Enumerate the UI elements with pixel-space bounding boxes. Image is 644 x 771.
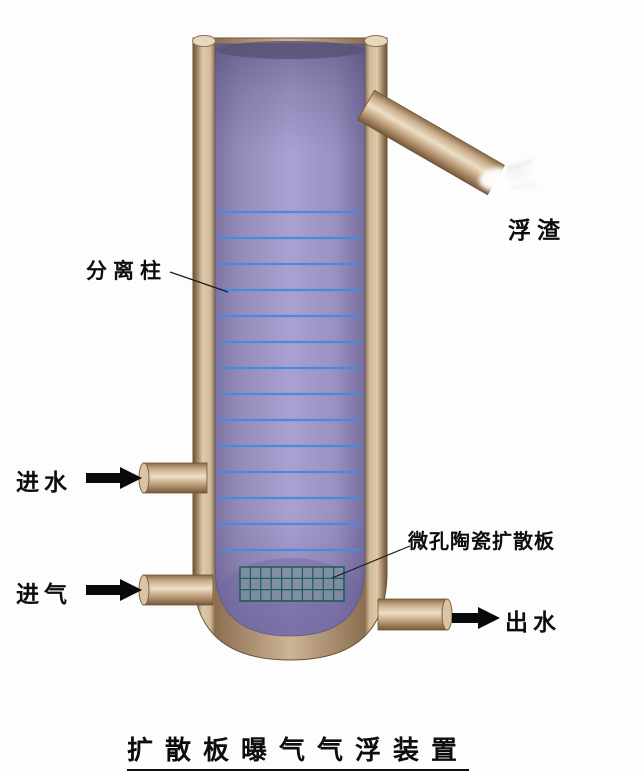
liquid-top-surface [216, 41, 364, 59]
left-wall-cap [192, 35, 216, 47]
label-water-inlet: 进水 [16, 470, 72, 495]
label-water-outlet: 出水 [505, 610, 561, 635]
label-separation-column: 分离柱 [86, 259, 167, 283]
diffuser-plate-leader-line [331, 545, 411, 579]
water-inlet-pipe [138, 462, 208, 494]
right-wall-cap [364, 35, 388, 47]
water-inlet-arrow [86, 467, 142, 489]
diffuser-plate-grid [239, 566, 345, 602]
label-diffuser-plate: 微孔陶瓷扩散板 [408, 531, 555, 553]
separator-lines [219, 210, 361, 552]
air-inlet-arrow [86, 579, 142, 601]
water-outlet-arrow [452, 607, 500, 629]
label-air-inlet: 进气 [16, 582, 72, 607]
interior-shading [215, 44, 365, 636]
separation-column-leader-line [169, 271, 229, 293]
scum-spray [479, 160, 537, 192]
diagram-title: 扩散板曝气气浮装置 [127, 730, 470, 771]
air-inlet-pipe [138, 574, 214, 606]
interior-bottom-shadow [215, 558, 365, 636]
water-outlet-pipe [377, 598, 453, 631]
label-scum: 浮渣 [508, 218, 566, 243]
